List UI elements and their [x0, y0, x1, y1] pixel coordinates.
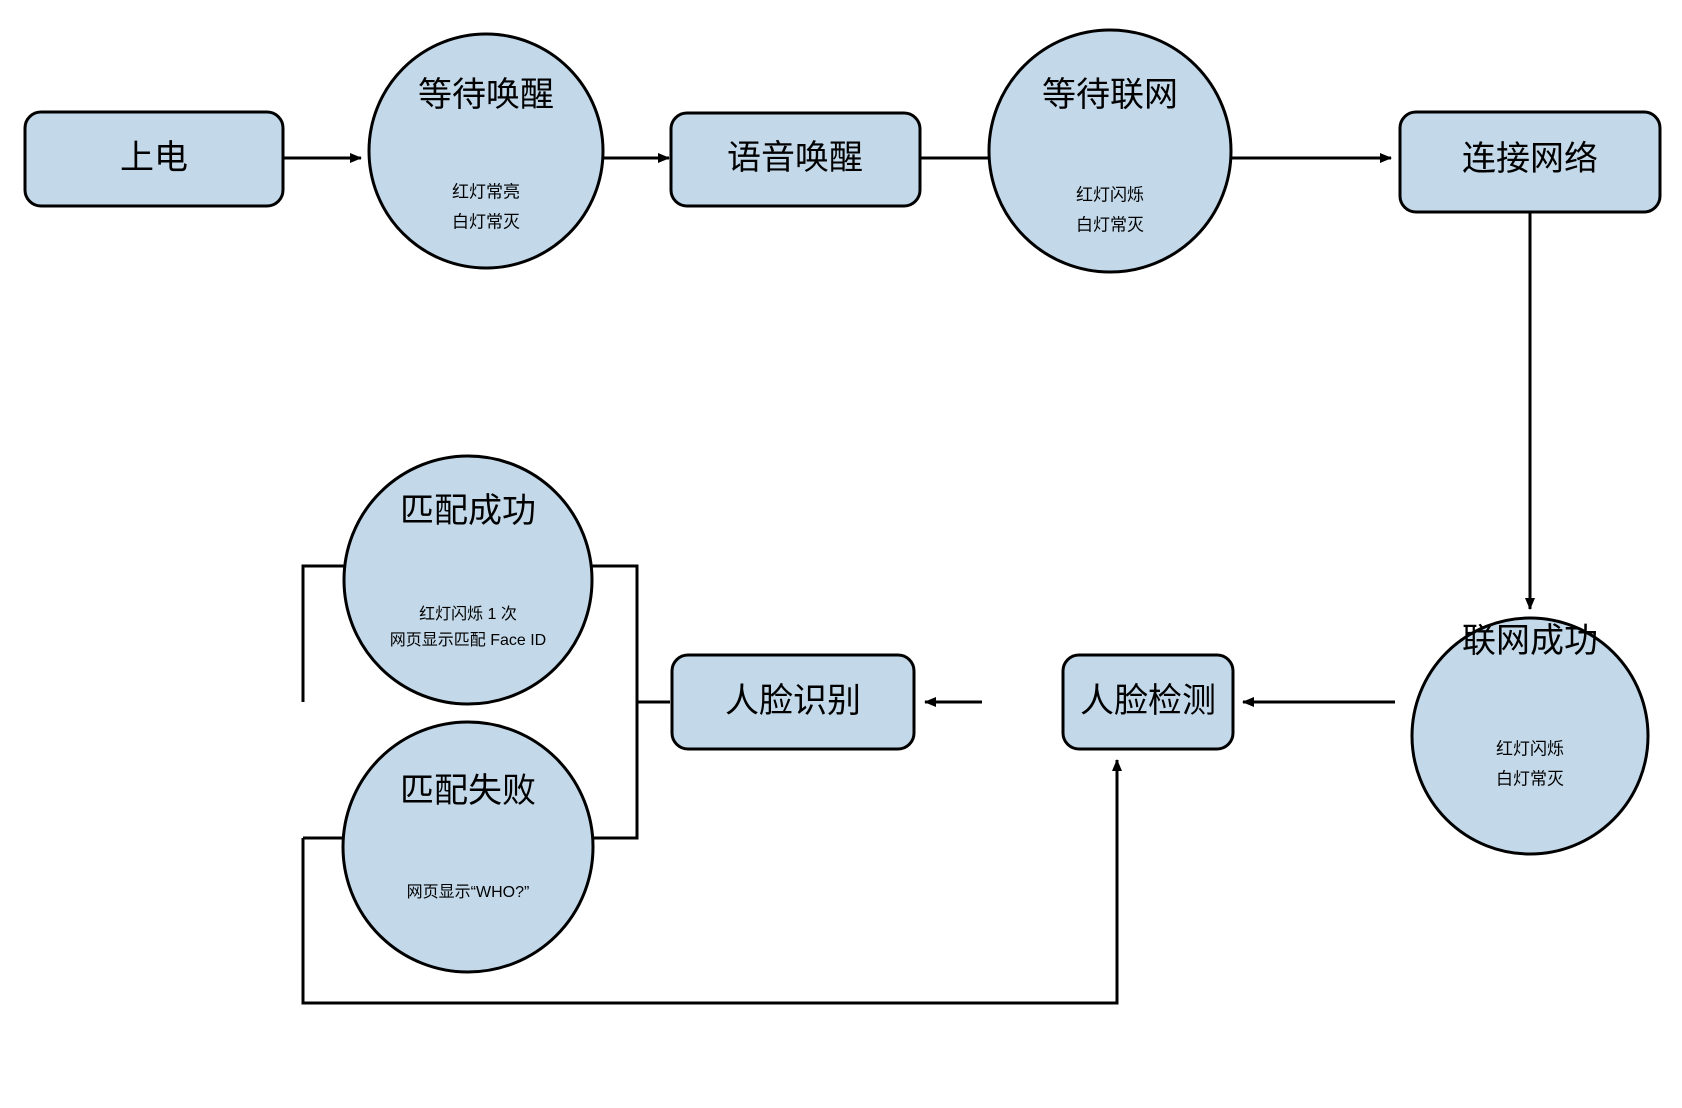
wait-network-shape[interactable] [987, 28, 1233, 274]
node-face-recognize[interactable]: 人脸识别 [670, 653, 916, 751]
network-success-shape[interactable] [1410, 616, 1650, 856]
match-success-subtitle-line-2: 网页显示匹配 Face ID [390, 631, 546, 649]
node-wait-network[interactable]: 等待联网 红灯闪烁 白灯常灭 [987, 28, 1233, 274]
connect-network-title: 连接网络 [1462, 140, 1598, 178]
match-fail-shape[interactable] [341, 720, 595, 974]
wait-wakeup-subtitle-line-1: 红灯常亮 [452, 182, 520, 201]
node-match-fail[interactable]: 匹配失败 网页显示“WHO?” [341, 720, 595, 974]
voice-wakeup-title: 语音唤醒 [727, 139, 863, 177]
match-success-shape[interactable] [342, 454, 594, 706]
wait-wakeup-subtitle-line-2: 白灯常灭 [452, 212, 520, 231]
power-on-shape[interactable] [23, 110, 285, 208]
wait-network-title: 等待联网 [1042, 76, 1178, 114]
node-face-detect[interactable]: 人脸检测 [1061, 653, 1235, 751]
wait-network-subtitle-line-2: 白灯常灭 [1076, 215, 1144, 234]
match-fail-title: 匹配失败 [400, 772, 536, 810]
wait-wakeup-title: 等待唤醒 [418, 76, 554, 114]
face-detect-title: 人脸检测 [1080, 682, 1216, 720]
network-success-subtitle-line-1: 红灯闪烁 [1496, 739, 1564, 758]
node-power-on[interactable]: 上电 [23, 110, 285, 208]
voice-wakeup-shape[interactable] [669, 111, 922, 208]
match-fail-subtitle-line-1: 网页显示“WHO?” [407, 884, 530, 901]
node-match-success[interactable]: 匹配成功 红灯闪烁 1 次 网页显示匹配 Face ID [342, 454, 594, 706]
face-recognize-shape[interactable] [670, 653, 916, 751]
face-recognize-title: 人脸识别 [725, 682, 861, 720]
network-success-subtitle-line-2: 白灯常灭 [1496, 769, 1564, 788]
node-network-success[interactable]: 联网成功 红灯闪烁 白灯常灭 [1410, 616, 1650, 856]
match-success-subtitle-line-1: 红灯闪烁 1 次 [419, 605, 517, 623]
node-voice-wakeup[interactable]: 语音唤醒 [669, 111, 922, 208]
node-wait-wakeup[interactable]: 等待唤醒 红灯常亮 白灯常灭 [367, 32, 605, 270]
wait-network-subtitle-line-1: 红灯闪烁 [1076, 185, 1144, 204]
edge-match-fail-to-face-detect-loop [301, 759, 1122, 1005]
face-detect-shape[interactable] [1061, 653, 1235, 751]
network-success-title: 联网成功 [1462, 622, 1598, 660]
wait-wakeup-shape[interactable] [367, 32, 605, 270]
node-connect-network[interactable]: 连接网络 [1398, 110, 1662, 214]
power-on-title: 上电 [120, 139, 188, 177]
match-success-title: 匹配成功 [400, 492, 536, 530]
connect-network-shape[interactable] [1398, 110, 1662, 214]
